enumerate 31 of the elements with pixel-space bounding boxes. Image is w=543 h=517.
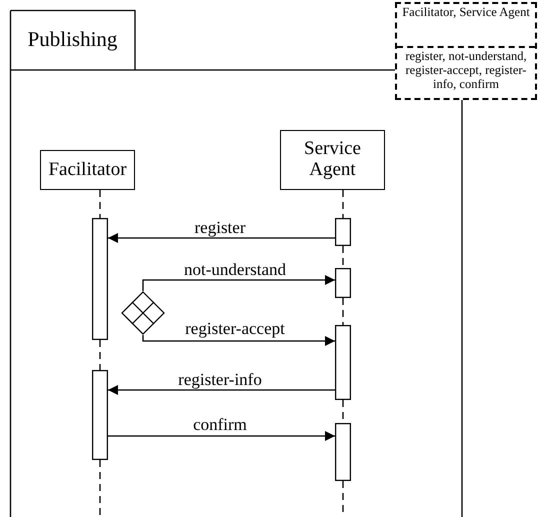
activation-bar (335, 268, 351, 298)
message-arrow (108, 431, 335, 441)
lifeline-head (280, 130, 385, 190)
lifeline (342, 246, 344, 268)
edge-label: not-understand (184, 260, 286, 280)
lifeline-head (40, 150, 135, 190)
message-arrow (142, 275, 335, 291)
edge-label: register-accept (185, 319, 285, 339)
lifeline (342, 298, 344, 325)
lifeline (99, 460, 101, 517)
lifeline (99, 340, 101, 370)
template-box (395, 2, 537, 100)
message-arrow (142, 335, 335, 346)
frame-title: Publishing (26, 28, 118, 52)
xor-decision-diamond (121, 291, 165, 335)
activation-bar (92, 218, 108, 340)
template-parameters: Facilitator, Service Agent (401, 6, 531, 20)
message-arrow (108, 385, 335, 395)
activation-bar (335, 218, 351, 246)
activation-bar (335, 325, 351, 400)
edge-label: register (194, 218, 246, 238)
participant-name: Facilitator (47, 160, 128, 180)
edge-label: confirm (193, 415, 247, 435)
participant-name: Service Agent (303, 139, 362, 181)
message-arrow (108, 233, 335, 243)
template-messages: register, not-understand, register-accept, register-info, confirm (404, 50, 528, 92)
activation-bar (92, 370, 108, 460)
lifeline (342, 190, 344, 218)
edge-label: register-info (178, 370, 262, 390)
activation-bar (335, 423, 351, 481)
lifeline (99, 190, 101, 218)
